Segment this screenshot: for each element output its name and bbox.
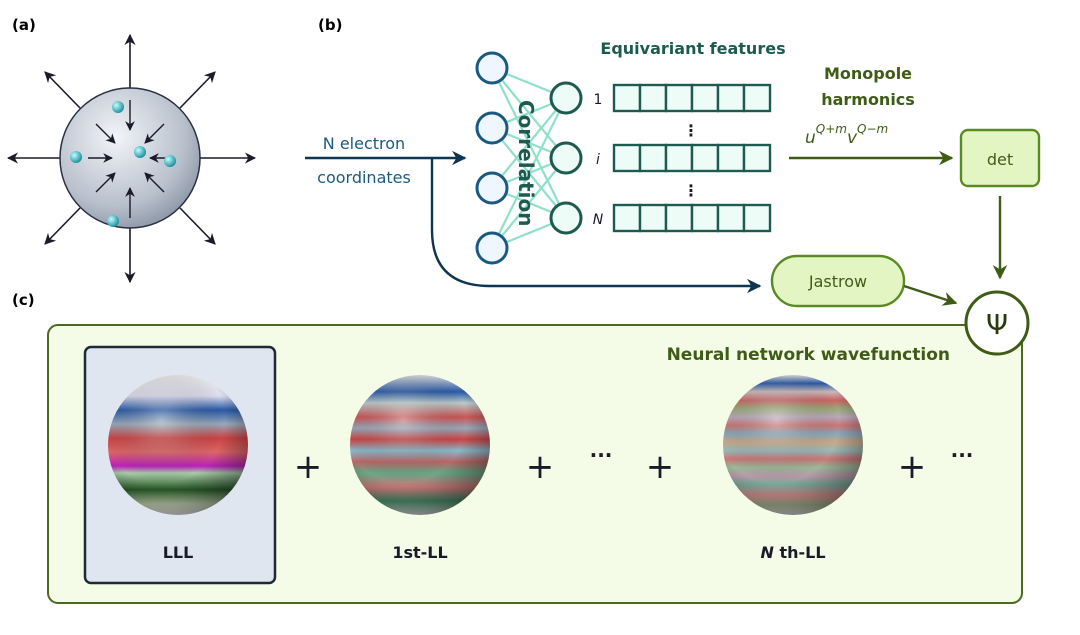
row-label-1: 1 <box>594 92 603 108</box>
feature-cell <box>716 203 746 233</box>
feature-cell <box>638 83 668 113</box>
input-node <box>475 231 509 265</box>
vertical-dots: ⋮ <box>683 181 699 200</box>
inward-arrows <box>88 100 172 218</box>
feature-cell <box>664 83 694 113</box>
feature-cell <box>742 143 772 173</box>
feature-cell <box>690 143 720 173</box>
monopole-label-line2: harmonics <box>821 90 915 109</box>
sphere-1st-ll <box>350 375 490 515</box>
jastrow-box <box>770 254 906 308</box>
panel-label-a: (a) <box>12 16 36 34</box>
jastrow-label: Jastrow <box>808 272 867 291</box>
input-node <box>475 171 509 205</box>
feature-cell <box>612 143 642 173</box>
det-box <box>959 128 1041 188</box>
feature-cell <box>690 83 720 113</box>
psi-label: Ψ <box>986 308 1008 341</box>
ellipsis: ··· <box>951 443 974 467</box>
plus-sign: + <box>646 447 675 487</box>
monopole-formula: uQ+mvQ−m <box>805 122 888 148</box>
row-label-n: N <box>593 212 604 228</box>
feature-cell <box>638 203 668 233</box>
jastrow-input-arrow <box>430 158 762 294</box>
vertical-dots: ⋮ <box>683 121 699 140</box>
network-connection <box>491 97 567 249</box>
feature-cell <box>742 203 772 233</box>
psi-node <box>964 290 1030 356</box>
term-label-nth-ll: N th-LL <box>760 543 825 562</box>
input-layer <box>475 51 509 265</box>
jastrow-to-psi-arrow <box>903 284 958 306</box>
input-node <box>475 51 509 85</box>
outward-arrows <box>6 33 257 284</box>
network-connection <box>491 157 567 249</box>
output-node <box>549 81 583 115</box>
input-label-line2: coordinates <box>317 168 411 187</box>
feature-cell <box>664 203 694 233</box>
electrons <box>70 101 176 227</box>
sphere-nth-ll <box>723 375 863 515</box>
feature-cell <box>664 143 694 173</box>
panel-label-b: (b) <box>318 16 342 34</box>
features-title: Equivariant features <box>600 39 785 58</box>
plus-sign: + <box>898 447 927 487</box>
feature-cell <box>742 83 772 113</box>
term-label-1st-ll: 1st-LL <box>392 543 447 562</box>
panel-label-c: (c) <box>12 291 35 309</box>
output-node <box>549 141 583 175</box>
correlation-label: Correlation <box>514 100 538 226</box>
feature-vectors <box>612 83 772 233</box>
term-label-lll: LLL <box>163 543 194 562</box>
feature-cell <box>716 143 746 173</box>
row-label-i: i <box>596 152 600 168</box>
feature-cell <box>716 83 746 113</box>
output-layer <box>549 81 583 235</box>
feature-cell <box>690 203 720 233</box>
wavefunction-title: Neural network wavefunction <box>667 345 950 365</box>
plus-sign: + <box>526 447 555 487</box>
plus-sign: + <box>294 447 323 487</box>
input-node <box>475 111 509 145</box>
det-label: det <box>987 150 1013 169</box>
feature-cell <box>612 83 642 113</box>
network-connection <box>491 97 567 189</box>
input-label-line1: N electron <box>323 134 405 153</box>
feature-cell <box>612 203 642 233</box>
sphere-lll <box>108 375 248 515</box>
ellipsis: ··· <box>590 443 613 467</box>
feature-cell <box>638 143 668 173</box>
monopole-label-line1: Monopole <box>824 64 912 83</box>
output-node <box>549 201 583 235</box>
sphere-with-field-arrows <box>6 33 257 284</box>
